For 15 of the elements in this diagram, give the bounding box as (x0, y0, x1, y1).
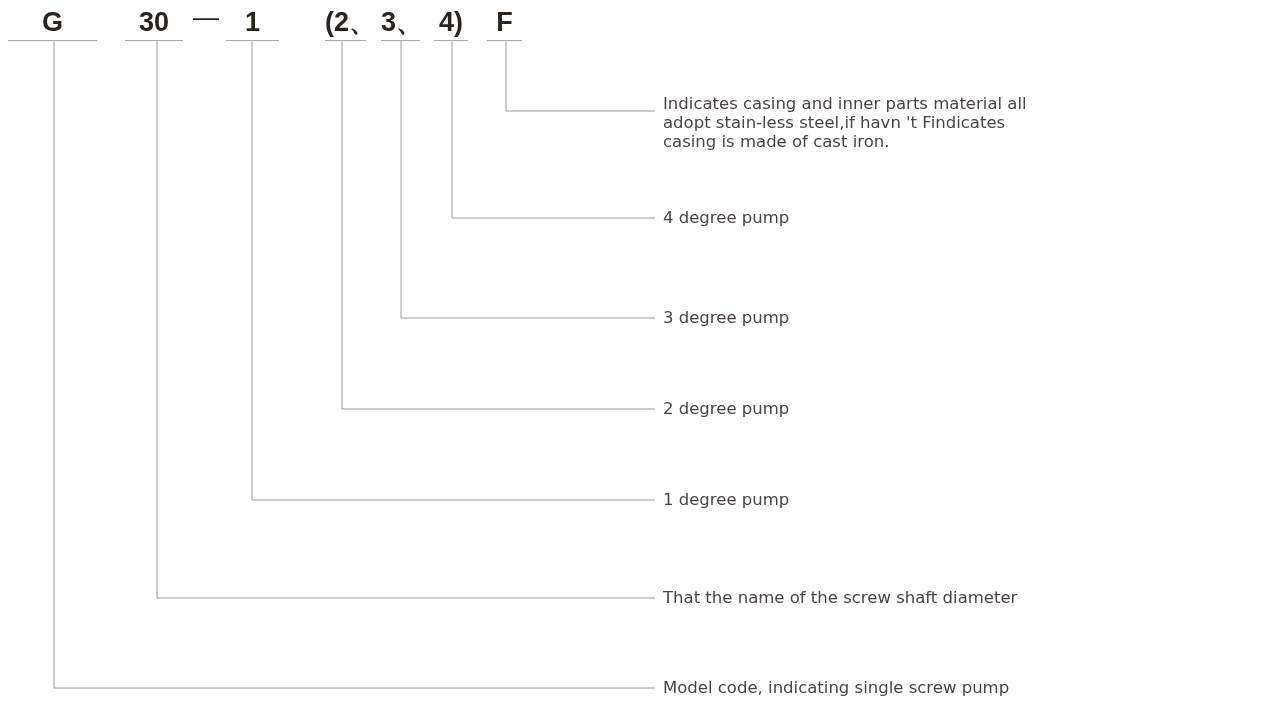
leader-line (53, 40, 656, 689)
leader-line (156, 40, 656, 599)
leader-line (451, 40, 656, 219)
description-text: 1 degree pump (655, 490, 963, 509)
leader-line (341, 40, 656, 410)
description-text: Model code, indicating single screw pump (655, 678, 1083, 697)
leader-line (505, 40, 656, 112)
dash-separator: — (193, 2, 219, 33)
leader-line (251, 40, 656, 501)
description-text: Indicates casing and inner parts material all adopt stain-less steel,if havn 't Findicates casing is made of cast iron. (655, 94, 1058, 151)
description-text: 3 degree pump (655, 308, 963, 327)
leader-line (400, 40, 656, 319)
description-text: That the name of the screw shaft diameter (655, 588, 1083, 607)
description-text: 4 degree pump (655, 208, 963, 227)
description-text: 2 degree pump (655, 399, 963, 418)
